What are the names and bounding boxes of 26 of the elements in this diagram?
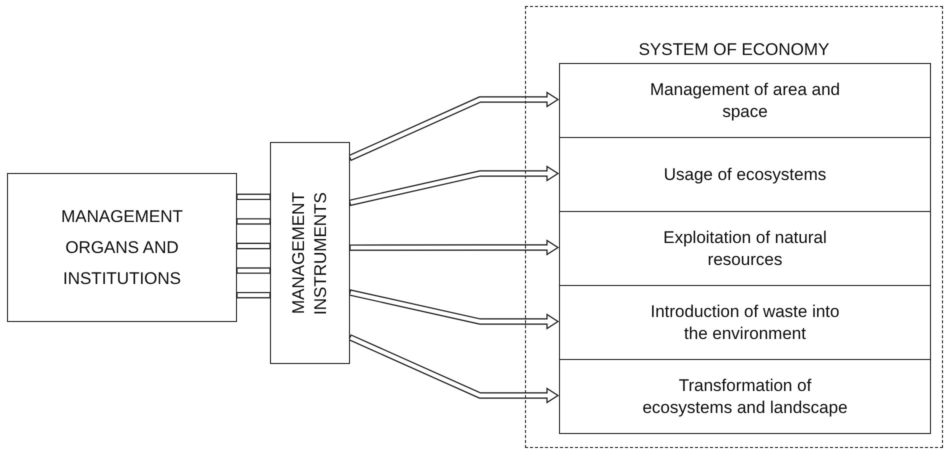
- double-line-arrow: [348, 165, 560, 206]
- double-line-arrow: [349, 239, 560, 256]
- process-box: [559, 285, 931, 360]
- double-line-arrow: [348, 91, 560, 162]
- box-label: Introduction of waste into the environment: [649, 300, 840, 344]
- process-box: [270, 142, 350, 364]
- process-box: [559, 359, 931, 434]
- double-line-connector: [236, 267, 271, 274]
- box-label: Exploitation of natural resources: [662, 226, 828, 270]
- double-line-arrow: [348, 289, 560, 330]
- box-label: Usage of ecosystems: [662, 164, 828, 186]
- process-box: [559, 137, 931, 212]
- process-box: [559, 211, 931, 286]
- box-label: MANAGEMENT INSTRUMENTS: [288, 190, 331, 316]
- double-line-connector: [236, 242, 271, 250]
- box-label: Transformation of ecosystems and landscape: [641, 374, 849, 418]
- dashed-group-frame: [525, 6, 943, 448]
- double-line-connector: [236, 292, 271, 298]
- double-line-arrow: [348, 334, 560, 404]
- double-line-connector: [236, 218, 271, 225]
- process-box: [559, 63, 931, 138]
- box-label: Management of area and space: [649, 78, 841, 122]
- process-box: [7, 173, 237, 322]
- box-label: MANAGEMENT ORGANS AND INSTITUTIONS: [60, 206, 184, 290]
- group-heading: SYSTEM OF ECONOMY: [638, 40, 830, 60]
- double-line-connector: [236, 194, 271, 200]
